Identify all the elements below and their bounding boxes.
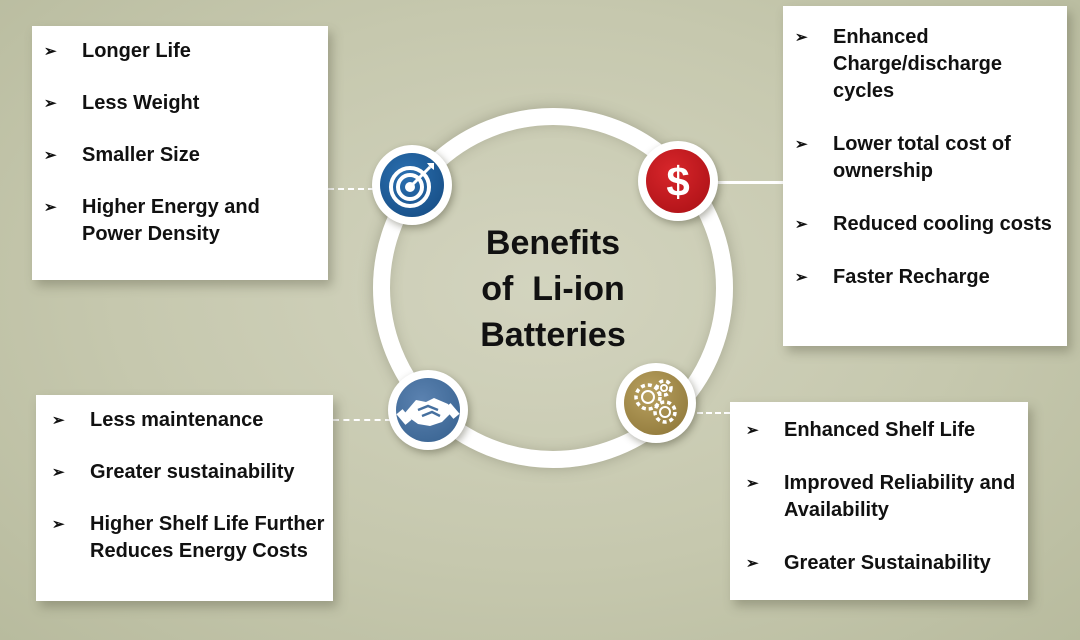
diagram-title: Benefits of Li-ion Batteries (433, 220, 673, 358)
bullet-arrow-icon: ➢ (795, 216, 808, 233)
list-item: ➢ Less Weight (36, 90, 318, 117)
list-item: ➢ Lower total cost of ownership (787, 131, 1057, 185)
connector-top-right (716, 181, 783, 184)
connector-bottom-left (333, 419, 391, 421)
bullet-arrow-icon: ➢ (44, 95, 57, 112)
list-item-text: Faster Recharge (833, 266, 990, 288)
list-item-text: Less maintenance (90, 409, 264, 431)
bullet-arrow-icon: ➢ (52, 516, 65, 533)
gears-badge (616, 363, 696, 443)
gears-badge-disc (624, 371, 688, 435)
list-item: ➢ Smaller Size (36, 142, 318, 169)
bullet-arrow-icon: ➢ (746, 555, 759, 572)
panel-top-left: ➢Longer Life ➢Less Weight ➢Smaller Size … (32, 26, 328, 280)
list-item: ➢ Higher Shelf Life Further Reduces Energ… (44, 511, 325, 565)
list-item-text: Greater sustainability (90, 461, 295, 483)
list-item-text: Improved Reliability and Availability (784, 472, 1016, 521)
title-line-3: Batteries (480, 316, 626, 354)
list-item: ➢ Reduced cooling costs (787, 211, 1057, 238)
list-item: ➢ Less maintenance (44, 407, 325, 434)
gears-icon (634, 379, 677, 424)
list-item: ➢ Longer Life (36, 38, 318, 65)
dollar-badge-disc (646, 149, 710, 213)
list-item-text: Reduced cooling costs (833, 213, 1052, 235)
title-line-2: of Li-ion (481, 270, 625, 308)
list-item-text: Smaller Size (82, 144, 200, 166)
bullet-arrow-icon: ➢ (746, 475, 759, 492)
list-item-text: Enhanced Charge/discharge cycles (833, 26, 1002, 102)
list-item-text: Higher Energy and Power Density (82, 196, 260, 245)
list-item: ➢ Faster Recharge (787, 264, 1057, 291)
list-item: ➢ Improved Reliability and Availability (738, 470, 1020, 524)
list-item: ➢ Greater sustainability (44, 459, 325, 486)
list-item-text: Less Weight (82, 92, 200, 114)
connector-bottom-right (697, 412, 730, 414)
list-item-text: Enhanced Shelf Life (784, 419, 976, 441)
bullet-arrow-icon: ➢ (795, 29, 808, 46)
title-line-1: Benefits (485, 224, 621, 262)
dollar-symbol: $ (666, 158, 689, 205)
handshake-icon (396, 398, 460, 426)
dollar-badge: $ (638, 141, 718, 221)
list-item: ➢ Enhanced Shelf Life (738, 417, 1020, 444)
target-badge (372, 145, 452, 225)
connector-top-left (328, 188, 374, 190)
list-item-text: Greater Sustainability (784, 552, 991, 574)
list-item-text: Lower total cost of ownership (833, 133, 1011, 182)
bullet-arrow-icon: ➢ (44, 43, 57, 60)
list-item-text: Longer Life (82, 40, 191, 62)
list-item-text: Higher Shelf Life Further Reduces Energy… (90, 513, 325, 562)
handshake-badge (388, 370, 468, 450)
bullet-arrow-icon: ➢ (44, 199, 57, 216)
list-item: ➢ Greater Sustainability (738, 550, 1020, 577)
bullet-arrow-icon: ➢ (52, 412, 65, 429)
panel-top-right: ➢ Enhanced Charge/discharge cycles ➢ Lower… (783, 6, 1067, 346)
bullet-arrow-icon: ➢ (795, 269, 808, 286)
bullet-arrow-icon: ➢ (44, 147, 57, 164)
dollar-icon: $ (666, 158, 689, 205)
list-item: ➢ Higher Energy and Power Density (36, 194, 318, 248)
panel-bottom-left: ➢ Less maintenance ➢ Greater sustainabilit… (36, 395, 333, 601)
bullet-arrow-icon: ➢ (795, 136, 808, 153)
target-icon (389, 163, 434, 208)
panel-bottom-right: ➢ Enhanced Shelf Life ➢ Improved Reliabili… (730, 402, 1028, 600)
bullet-arrow-icon: ➢ (746, 422, 759, 439)
bullet-arrow-icon: ➢ (52, 464, 65, 481)
list-item: ➢ Enhanced Charge/discharge cycles (787, 24, 1057, 105)
